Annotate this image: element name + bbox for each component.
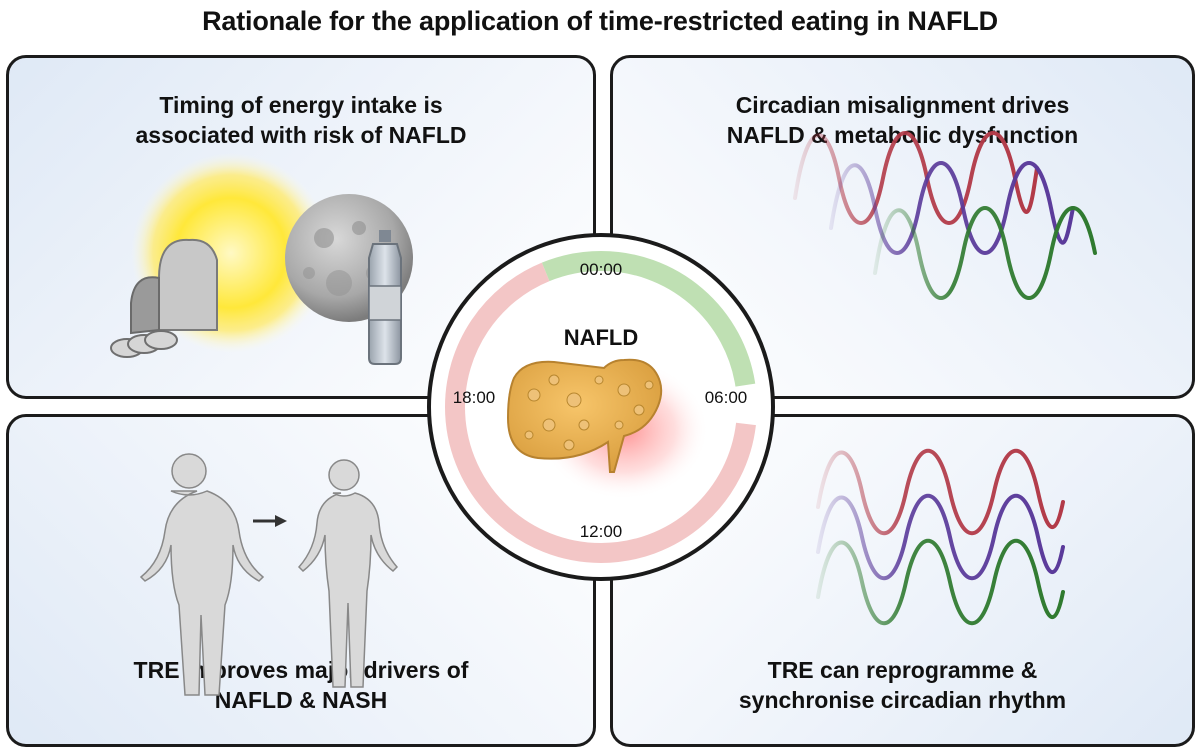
arrow-right-icon: [253, 515, 287, 527]
center-label: NAFLD: [563, 325, 639, 350]
panel-heading: TRE can reprogramme & synchronise circad…: [738, 657, 1067, 713]
time-label-right: 06:00: [704, 388, 748, 407]
misaligned-waves-icon: [793, 131, 1097, 300]
bread-icon: [110, 238, 218, 358]
panel-energy-timing: Timing of energy intake is associated wi…: [6, 55, 596, 399]
time-label-left: 18:00: [452, 388, 496, 407]
fasting-arc: [445, 251, 757, 563]
eating-arc: [445, 251, 757, 563]
slim-body-icon: [297, 459, 399, 688]
synchronised-waves-icon: [816, 448, 1065, 626]
bottle-icon: [368, 230, 402, 365]
panel-tre-reprogramme: TRE can reprogramme & synchronise circad…: [610, 414, 1195, 747]
figure-title: Rationale for the application of time-re…: [202, 6, 998, 36]
time-label-bottom: 12:00: [579, 522, 623, 541]
time-label-top: 00:00: [579, 260, 623, 279]
obese-body-icon: [139, 453, 265, 696]
panel-heading: Timing of energy intake is associated wi…: [135, 92, 467, 148]
central-clock: NAFLD 00:00 06:00 12:00 18:00: [424, 230, 778, 584]
liver-icon: [506, 358, 709, 500]
